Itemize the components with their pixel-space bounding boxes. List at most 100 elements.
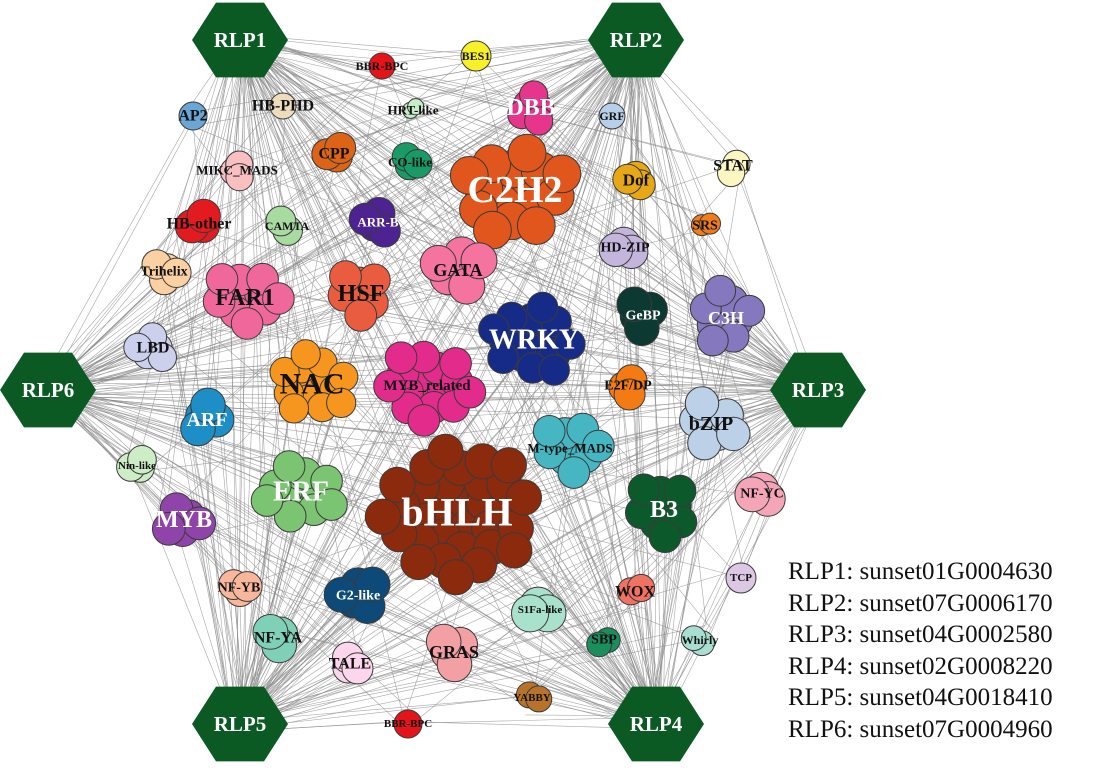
edge-rlp4-bzip (653, 427, 730, 722)
gene-node (425, 623, 462, 660)
gene-node (725, 562, 757, 594)
family-hb-other: HB-other (167, 198, 232, 244)
gene-node (648, 520, 682, 554)
gene-node (161, 257, 192, 288)
gene-node (324, 132, 357, 164)
edge-rlp5-trihelix (167, 278, 234, 730)
gene-node (278, 393, 309, 424)
gene-node (315, 488, 348, 521)
edge-rlp6-nf-yb (54, 395, 228, 578)
edge-rlp5-hb-other (174, 224, 248, 730)
gene-node (384, 341, 418, 375)
edge-rlp2-c3h (634, 38, 757, 311)
family-mikc-mads: MIKC_MADS (196, 150, 278, 192)
edge-rlp2-hb-other (190, 38, 636, 219)
edge-rlp3-grf (612, 115, 817, 388)
edge-rlp6-myb-related (40, 373, 440, 382)
family-lbd: LBD (123, 322, 177, 372)
gene-node (272, 450, 306, 483)
gene-node (453, 375, 487, 409)
gene-node (505, 479, 543, 516)
edge-rlp1-sbp (238, 33, 597, 648)
gene-node (542, 154, 582, 194)
edge-rlp5-b3 (242, 511, 638, 733)
hub-hexagon (192, 2, 288, 78)
family-gebp: GeBP (616, 286, 668, 347)
family-label-dbb: DBB (506, 95, 555, 121)
gene-node (273, 499, 307, 533)
hub-rlp5: RLP5 (192, 686, 288, 762)
edge-rlp3-bbr-bpc (384, 74, 825, 397)
edge-rlp2-nf-yc (634, 48, 770, 499)
edge-rlp5-myb-related (234, 408, 400, 730)
legend-entry-rlp5: RLP5: sunset04G0018410 (788, 684, 1053, 712)
edge-rlp6-hrt-like (56, 114, 418, 394)
gene-node (178, 101, 208, 131)
gene-node (526, 291, 559, 324)
family-label-whirly: Whirly (682, 633, 719, 647)
edge-rlp5-myb-related (247, 380, 445, 722)
edge-rlp6-gata (49, 263, 494, 398)
edge-rlp5-sbp (236, 642, 602, 721)
gene-node (460, 242, 498, 280)
hub-hexagon (0, 352, 96, 428)
family-bzip: bZIP (679, 386, 751, 461)
gene-node (439, 347, 472, 380)
gene-node (190, 387, 226, 424)
edge-rlp4-b3 (663, 517, 685, 719)
gene-node (407, 98, 425, 116)
edge-rlp2-c3h (634, 34, 724, 317)
edge-rlp4-tale (333, 657, 665, 729)
edge-rlp2-tcp (630, 40, 745, 576)
legend-entry-rlp6: RLP6: sunset07G0004960 (788, 715, 1053, 743)
gene-node (598, 232, 633, 268)
edge-rlp4-bbr-bpc (411, 721, 648, 729)
gene-node (427, 433, 464, 470)
edge-rlp5-b3 (248, 480, 654, 730)
family-camta: CAMTA (265, 205, 310, 246)
family-label-c3h: C3H (708, 308, 744, 328)
family-label-hb-other: HB-other (167, 216, 232, 233)
edge-rlp2-hb-phd (288, 42, 628, 103)
gene-node (616, 286, 653, 323)
family-label-hsf: HSF (338, 281, 385, 307)
edge-rlp4-myb-related (412, 370, 652, 720)
edge-rlp1-stat (236, 36, 733, 167)
family-label-gebp: GeBP (626, 309, 661, 324)
gene-node (516, 206, 556, 246)
family-label-cpp: CPP (318, 146, 349, 163)
gene-node (510, 594, 550, 633)
edge-rlp4-m-type-mads (568, 475, 658, 726)
family-label-hd-zip: HD-ZIP (601, 241, 650, 256)
edge-rlp4-erf (266, 489, 663, 717)
edge-rlp1-g2-like (242, 41, 376, 581)
family-label-gras: GRAS (429, 642, 479, 662)
family-label-srs: SRS (692, 219, 718, 234)
edge-rlp3-stat (733, 163, 820, 389)
edge-rlp1-arf (206, 48, 247, 420)
gene-node (734, 476, 771, 513)
edge-rlp1-whirly (232, 46, 712, 629)
legend-entry-rlp2: RLP2: sunset07G0006170 (788, 589, 1053, 617)
family-label-wrky: WRKY (489, 325, 579, 356)
edge-rlp1-myb-related (231, 36, 414, 388)
edge-rlp1-nin-like (133, 39, 247, 481)
gene-node (419, 244, 457, 282)
legend-entry-rlp3: RLP3: sunset04G0002580 (788, 621, 1053, 649)
gene-node (538, 354, 570, 386)
gene-node (716, 416, 751, 452)
legend: RLP1: sunset01G0004630 RLP2: sunset07G00… (788, 556, 1118, 746)
family-s1fa-like: S1Fa-like (510, 586, 567, 633)
edge-rlp1-c2h2 (231, 34, 520, 179)
family-b3: B3 (625, 473, 698, 554)
edge-rlp3-hsf (364, 278, 820, 396)
legend-entry-rlp4: RLP4: sunset02G0008220 (788, 652, 1053, 680)
edge-rlp3-c2h2 (522, 187, 820, 395)
edge-rlp3-c2h2 (514, 194, 812, 397)
hub-label-rlp1: RLP1 (214, 28, 267, 52)
edge-rlp2-bbr-bpc (401, 41, 631, 725)
gene-node (507, 133, 547, 173)
edge-rlp1-hsf (236, 46, 353, 295)
edge-rlp2-cpp (337, 41, 639, 146)
